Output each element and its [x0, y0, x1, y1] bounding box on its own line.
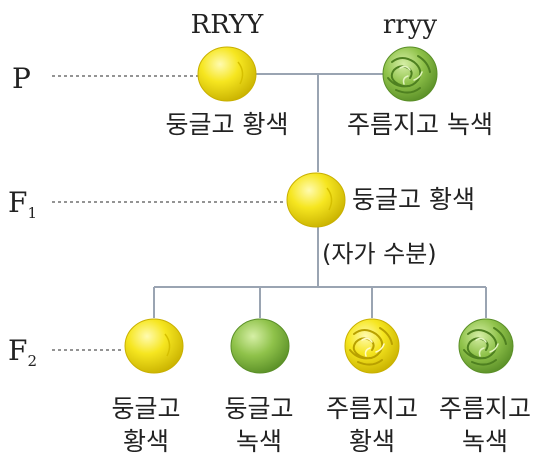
parent-right-seed-wrinkled-green: [382, 46, 438, 102]
f1-subscript: 1: [27, 204, 37, 222]
f1-letter: F: [8, 186, 27, 219]
parent-right-phenotype: 주름지고 녹색: [347, 110, 493, 139]
f1-process: (자가 수분): [322, 240, 437, 268]
parent-left-genotype: RRYY: [191, 10, 265, 40]
f2-label-2-line1: 둥글고: [224, 394, 293, 423]
connector-lines: [153, 73, 487, 318]
f2-letter: F: [8, 334, 27, 367]
f2-seed-2-round-green: [230, 318, 290, 374]
generation-label-f1: F1: [8, 186, 37, 222]
f2-seed-1-round-yellow: [124, 318, 184, 374]
f2-label-3-line2: 황색: [349, 427, 395, 456]
f1-seed-round-yellow: [286, 172, 346, 228]
generation-label-p: P: [12, 62, 31, 95]
f2-label-1-line2: 황색: [123, 427, 169, 456]
f2-label-4-line1: 주름지고: [439, 394, 531, 423]
f2-label-2-line2: 녹색: [236, 427, 282, 456]
f2-seed-4-wrinkled-green: [458, 318, 514, 374]
f2-label-4-line2: 녹색: [462, 427, 508, 456]
f1-phenotype: 둥글고 황색: [352, 185, 475, 214]
f2-subscript: 2: [27, 352, 37, 370]
parent-left-phenotype: 둥글고 황색: [166, 110, 289, 139]
generation-label-f2: F2: [8, 334, 37, 370]
f2-label-3-line1: 주름지고: [326, 394, 418, 423]
generation-guides: [52, 75, 284, 351]
f2-label-1-line1: 둥글고: [111, 394, 180, 423]
f2-seed-3-wrinkled-yellow: [344, 318, 400, 374]
parent-right-genotype: rryy: [383, 10, 438, 40]
parent-left-seed-round-yellow: [197, 46, 257, 102]
